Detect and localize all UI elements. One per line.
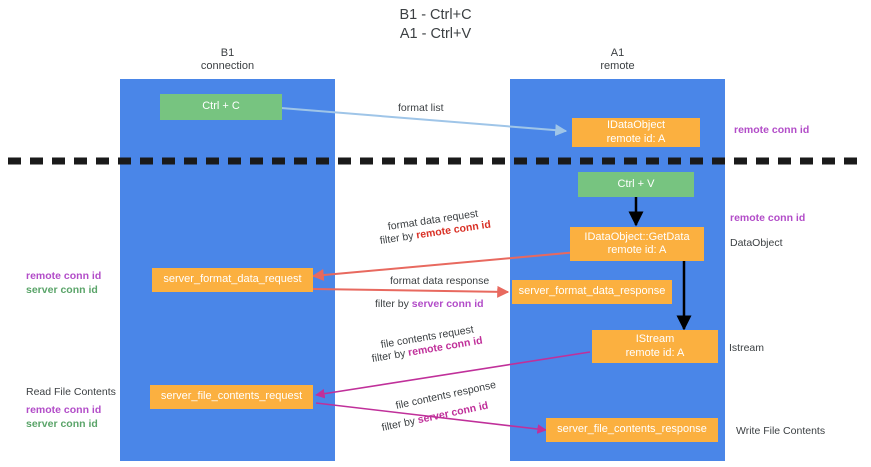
filter-prefix: filter by [375,298,412,310]
arrow-file-contents-response [315,402,547,434]
arrow-format-data-request [311,251,579,282]
node-server-format-data-response[interactable]: server_format_data_response [512,280,672,304]
node-server-file-contents-response[interactable]: server_file_contents_response [546,418,718,442]
filter-key-server-conn-id: server conn id [411,298,484,310]
arrow-file-contents-request [315,351,591,399]
edge-label-format-data-response: format data response [390,275,490,287]
annotation-read-file-contents: Read File Contents [26,386,116,398]
node-istream[interactable]: IStream remote id: A [592,330,718,363]
lane-header-a1: A1 remote [600,47,635,72]
node-ctrl-c[interactable]: Ctrl + C [160,94,282,120]
annotation-write-file-contents: Write File Contents [736,425,826,437]
edge-label-format-data-response-filter: filter by server conn id [375,298,484,311]
node-idataobject[interactable]: IDataObject remote id: A [572,118,700,147]
annotation-dataobject: DataObject [730,237,783,249]
arrow-format-list [280,107,568,137]
node-ctrl-v[interactable]: Ctrl + V [578,172,694,197]
arrow-format-data-response [312,285,510,298]
annotation-istream: Istream [729,342,765,354]
page-title: B1 - Ctrl+C A1 - Ctrl+V [399,7,472,42]
annotation-left-remote-conn-id-2: remote conn id [26,404,102,416]
node-getdata[interactable]: IDataObject::GetData remote id: A [570,227,704,261]
annotation-left-server-conn-id-1: server conn id [26,284,98,296]
node-server-format-data-request[interactable]: server_format_data_request [152,268,313,292]
edge-label-format-list: format list [398,102,444,114]
annotation-left-remote-conn-id-1: remote conn id [26,270,102,282]
annotation-remote-conn-id-top: remote conn id [734,124,810,136]
node-server-file-contents-request[interactable]: server_file_contents_request [150,385,313,409]
annotation-remote-conn-id-mid: remote conn id [730,212,806,224]
annotation-left-server-conn-id-2: server conn id [26,418,98,430]
lane-header-b1: B1 connection [200,47,255,72]
